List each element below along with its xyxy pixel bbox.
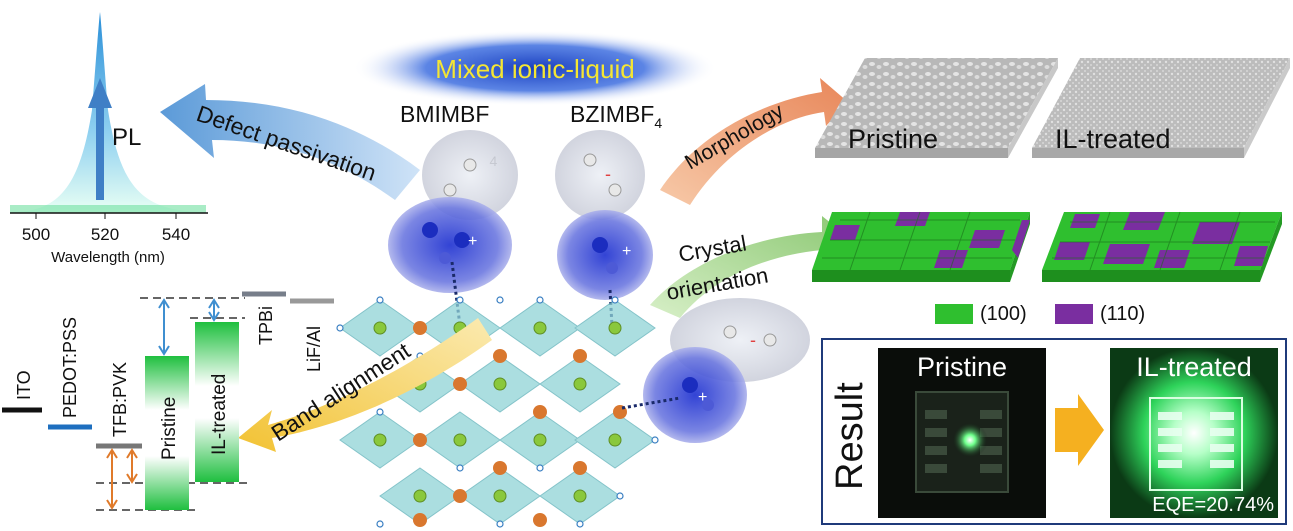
pl-tick-label-520: 520 (91, 225, 119, 244)
molecule-bmimbf4: BMIMBF4 + (388, 101, 518, 293)
bzimbf4-plus: + (622, 243, 631, 260)
bmimbf4-atom (454, 232, 470, 248)
pl-peak (12, 12, 205, 212)
bmimbf4-bond-line (450, 261, 462, 327)
bmimbf4-ring-shell (388, 197, 512, 293)
legend-swatch-110 (1055, 304, 1093, 324)
mol3-atom (763, 333, 777, 347)
result-treated-label: IL-treated (1136, 352, 1252, 382)
pristine-gap-arrow (158, 298, 170, 356)
treated-gap-arrow (208, 298, 220, 322)
bzimbf4-minus: - (605, 164, 611, 184)
molecule-bzimbf4: BZIMBF4 - + (555, 101, 662, 300)
pl-tick-label-500: 500 (22, 225, 50, 244)
result-label: Result (829, 382, 871, 490)
pedot-label: PEDOT:PSS (60, 317, 80, 418)
morphology-label: Morphology (681, 99, 788, 174)
orientation-legend: (100) (110) (935, 303, 1145, 325)
mol3-atom (723, 325, 737, 339)
mol3-plus: + (698, 389, 707, 406)
result-panel: Result Pristine IL-treated EQE=20.74% (821, 338, 1287, 525)
pl-chart: PL 500 520 540 Wavelength (nm) (10, 12, 208, 266)
tpbi-label: TPBi (256, 306, 276, 345)
band-diagram: ITO PEDOT:PSS TFB:PVK Pristine IL-treate… (2, 291, 334, 511)
crystal-orientation-arrow (650, 216, 852, 318)
pl-up-arrow (88, 78, 112, 200)
pl-xlabel: Wavelength (nm) (51, 249, 165, 266)
film-pristine-label: Pristine (848, 124, 938, 154)
film-treated-label: IL-treated (1055, 124, 1171, 154)
bzimbf4-label: BZIMBF4 (570, 101, 662, 131)
bzimbf4-top-shell (555, 130, 645, 220)
film-orientation-treated (1042, 211, 1282, 282)
mol3-bond-line (621, 396, 681, 410)
bmimbf4-plus: + (468, 233, 477, 250)
pristine-emission (952, 422, 988, 458)
bmimbf4-atom (463, 158, 477, 172)
band-alignment-arrow (238, 318, 492, 452)
title-glow (353, 30, 717, 106)
result-arrow (1055, 394, 1104, 466)
morphology-arrow (660, 78, 848, 205)
mol3-atom (702, 399, 714, 411)
tfb-arrow-2 (126, 448, 138, 484)
legend-label-100: (100) (980, 303, 1027, 325)
pl-tick-label-540: 540 (162, 225, 190, 244)
bzimbf4-atom (583, 153, 597, 167)
pl-baseline (10, 205, 206, 213)
tfb-label: TFB:PVK (110, 362, 130, 437)
legend-label-110: (110) (1100, 303, 1145, 325)
result-pristine-label: Pristine (917, 352, 1007, 382)
molecule-bzimbf4-lattice: - + (643, 298, 810, 443)
title-text: Mixed ionic-liquid (435, 54, 634, 84)
film-il-treated: IL-treated (1032, 58, 1290, 158)
bzimbf4-atom (608, 183, 622, 197)
mol3-minus: - (750, 330, 756, 350)
bmimbf4-atom (439, 252, 451, 264)
film-orientation-pristine (812, 211, 1030, 282)
pristine-bar (145, 356, 189, 510)
bmimbf4-atom (422, 222, 438, 238)
lif-label: LiF/Al (304, 326, 324, 372)
mol3-bottom-shell (643, 347, 747, 443)
pristine-bar-label: Pristine (159, 397, 180, 460)
pl-label: PL (112, 124, 141, 151)
ito-label: ITO (14, 370, 34, 400)
bzimbf4-atom (606, 262, 618, 274)
bzimbf4-bottom-shell (557, 210, 653, 300)
pristine-device (915, 391, 1009, 493)
il-treated-bar-label: IL-treated (209, 374, 230, 455)
mol3-atom (682, 377, 698, 393)
bmimbf4-atom (443, 183, 457, 197)
perovskite-lattice (336, 296, 659, 528)
film-pristine: Pristine (815, 58, 1058, 158)
result-eqe: EQE=20.74% (1152, 494, 1274, 516)
defect-passivation-arrow (160, 84, 420, 200)
legend-swatch-100 (935, 304, 973, 324)
bzimbf4-atom (592, 237, 608, 253)
il-treated-bar (195, 322, 239, 482)
tfb-arrow-1 (106, 448, 118, 510)
treated-device (1149, 397, 1243, 491)
